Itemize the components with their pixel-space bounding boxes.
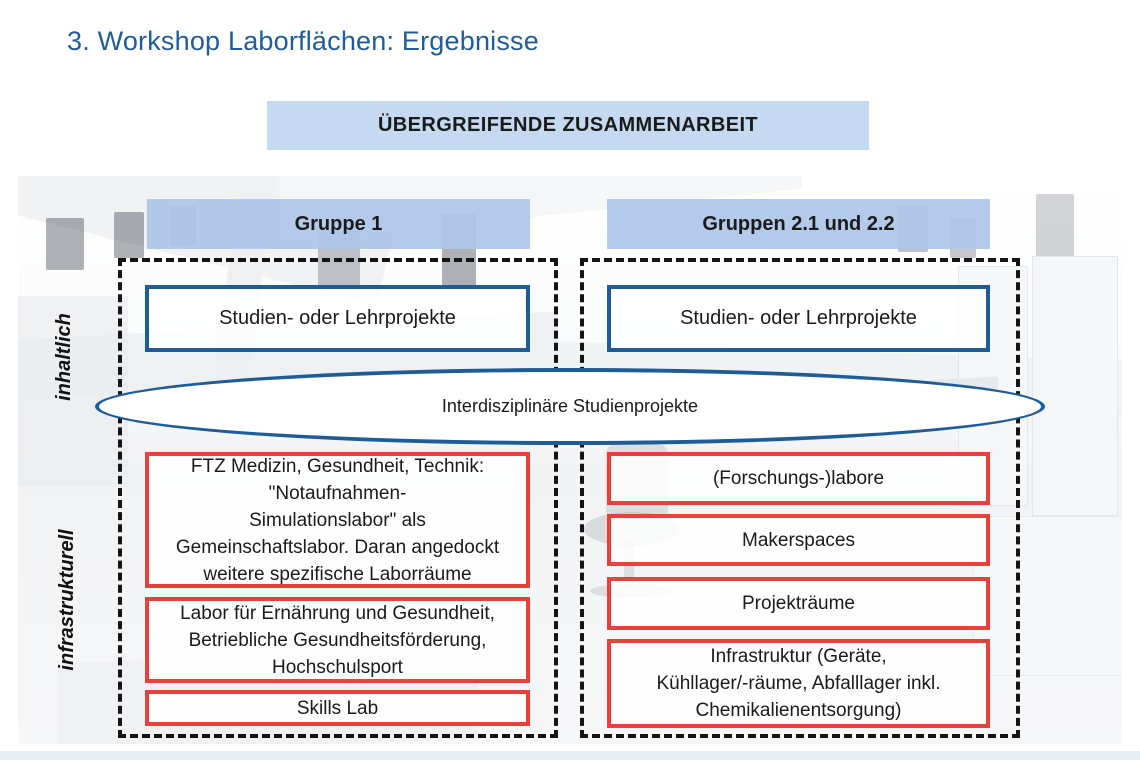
side-label-inhaltlich: inhaltlich [53,313,75,401]
left-infra-box-skills-lab: Skills Lab [145,690,530,726]
column-header-gruppe-1: Gruppe 1 [147,199,530,249]
box-label: Studien- oder Lehrprojekte [680,307,917,329]
right-infra-box-makerspaces: Makerspaces [607,514,990,566]
column-header-gruppen-2: Gruppen 2.1 und 2.2 [607,199,990,249]
right-study-projects-box: Studien- oder Lehrprojekte [607,285,990,352]
interdisciplinary-projects-ellipse: Interdisziplinäre Studienprojekte [95,368,1045,445]
left-infra-box-ftz: FTZ Medizin, Gesundheit, Technik: "Notau… [145,452,530,588]
column-header-label: Gruppen 2.1 und 2.2 [702,212,895,235]
side-label-infrastrukturell: infrastrukturell [56,529,78,671]
left-infra-box-labor-ernaehrung: Labor für Ernährung und Gesundheit, Betr… [145,597,530,683]
group-2-dashed-frame [580,258,1020,738]
ellipse-label: Interdisziplinäre Studienprojekte [441,396,699,416]
overarching-collaboration-banner: ÜBERGREIFENDE ZUSAMMENARBEIT [267,101,869,150]
photo-monitor-shape [46,218,84,270]
page-title: 3. Workshop Laborflächen: Ergebnisse [67,26,539,56]
box-label: Studien- oder Lehrprojekte [219,307,456,329]
bottom-accent-bar [0,751,1140,760]
photo-cabinet-shape [1032,256,1118,516]
right-infra-box-projektraeume: Projekträume [607,577,990,630]
left-study-projects-box: Studien- oder Lehrprojekte [145,285,530,352]
banner-label: ÜBERGREIFENDE ZUSAMMENARBEIT [377,114,759,136]
photo-cabinet-shape [973,516,1122,676]
column-header-label: Gruppe 1 [294,212,383,235]
group-1-dashed-frame [118,258,558,738]
right-infra-box-forschungslabore: (Forschungs-)labore [607,452,990,505]
right-infra-box-infrastruktur: Infrastruktur (Geräte, Kühllager/-räume,… [607,639,990,728]
photo-monitor-shape [114,212,144,258]
photo-cabinet-shape [18,296,128,486]
